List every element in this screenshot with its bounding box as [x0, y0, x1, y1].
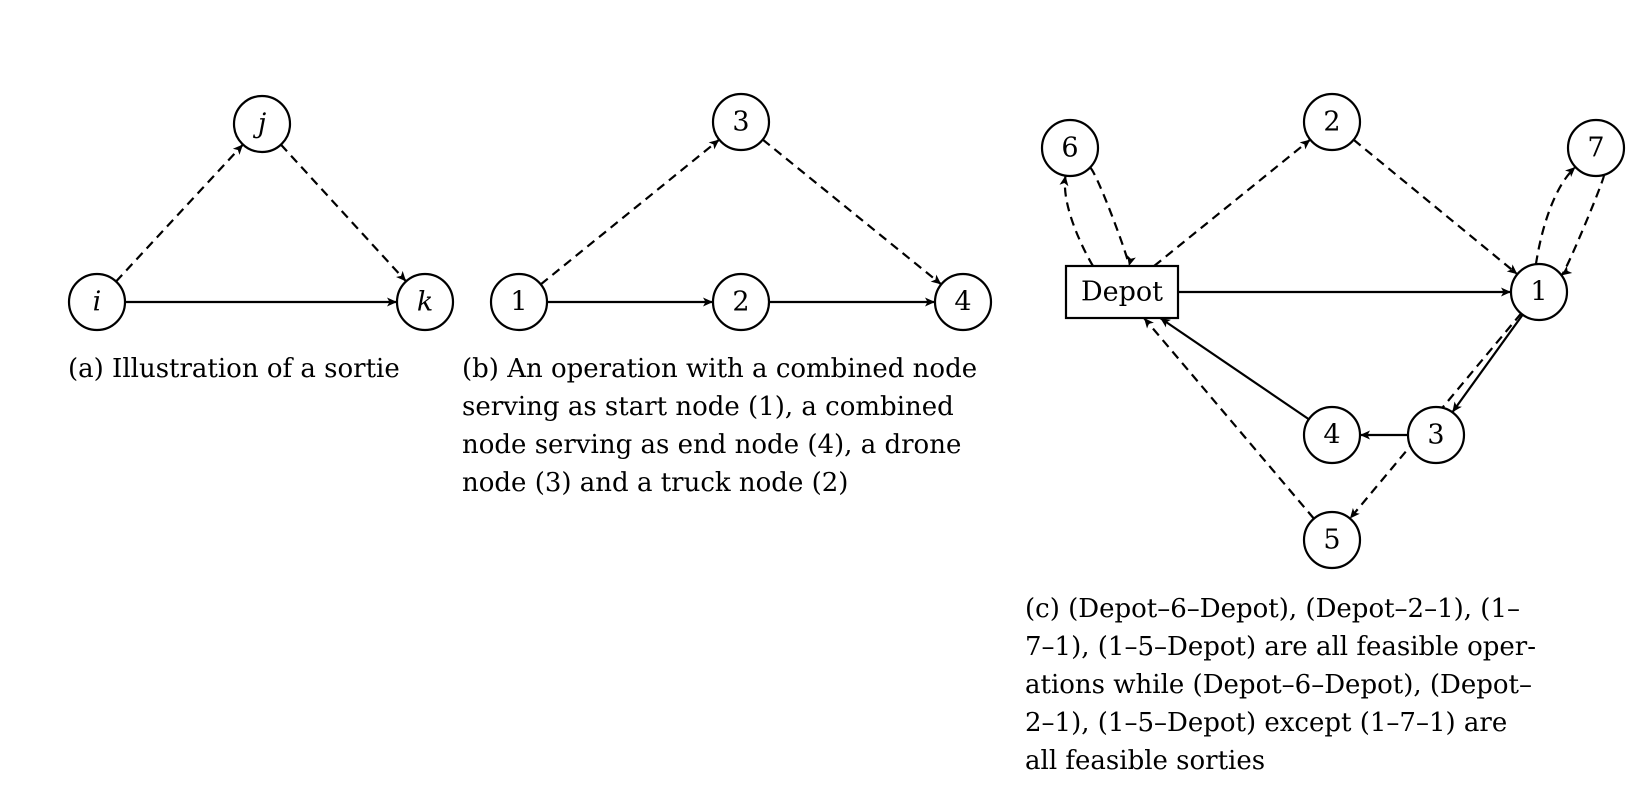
node-4: 4 [933, 272, 993, 332]
node-circle [711, 272, 771, 332]
node-label: 3 [1427, 420, 1444, 451]
node-circle [489, 272, 549, 332]
node-label: 7 [1587, 133, 1604, 164]
node-circle [1406, 405, 1466, 465]
edge-4-to-depot [1159, 317, 1310, 421]
caption-line: ations while (Depot–6–Depot), (Depot– [1025, 670, 1532, 700]
edge-6-to-depot [1089, 166, 1136, 267]
node-6: 6 [1040, 118, 1100, 178]
caption-line: 2–1), (1–5–Depot) except (1–7–1) are [1025, 708, 1508, 738]
node-label: 1 [1530, 277, 1547, 308]
edge-3-to-4 [762, 138, 942, 286]
node-label: Depot [1081, 277, 1163, 308]
node-box [1064, 264, 1180, 320]
panel-c-graph: Depot 1 2 3 4 5 6 7 [1040, 92, 1626, 570]
caption-line: (a) Illustration of a sortie [68, 354, 400, 384]
node-circle [1566, 118, 1626, 178]
edge-1-to-3 [540, 138, 720, 286]
node-depot: Depot [1064, 264, 1180, 320]
edge-5-to-depot [1143, 317, 1315, 520]
node-5: 5 [1302, 510, 1362, 570]
node-1: 1 [1509, 262, 1569, 322]
node-circle [1040, 118, 1100, 178]
node-circle [67, 272, 127, 332]
node-j: j [232, 94, 292, 154]
caption-line: (c) (Depot–6–Depot), (Depot–2–1), (1– [1025, 594, 1520, 624]
panel-b-graph: 1 2 3 4 [489, 92, 993, 332]
node-label: k [417, 287, 433, 318]
edge-1-to-3 [1451, 314, 1524, 413]
caption-line: 7–1), (1–5–Depot) are all feasible oper- [1025, 632, 1537, 662]
caption-line: serving as start node (1), a combined [462, 392, 954, 422]
node-1: 1 [489, 272, 549, 332]
edge-i-to-j [115, 143, 244, 283]
caption-line: node (3) and a truck node (2) [462, 468, 849, 498]
edge-1-to-7 [1534, 166, 1577, 265]
edge-depot-to-2 [1153, 138, 1311, 267]
panel-c-caption: (c) (Depot–6–Depot), (Depot–2–1), (1– 7–… [1025, 590, 1536, 780]
caption-line: all feasible sorties [1025, 746, 1266, 776]
node-circle [232, 94, 292, 154]
node-3: 3 [711, 92, 771, 152]
caption-line: (b) An operation with a combined node [462, 354, 978, 384]
edge-depot-to-6 [1059, 175, 1095, 267]
node-k: k [395, 272, 455, 332]
node-label: 2 [732, 287, 749, 318]
node-circle [1302, 405, 1362, 465]
node-label: i [93, 287, 102, 318]
node-circle [711, 92, 771, 152]
node-circle [933, 272, 993, 332]
node-label: 3 [732, 107, 749, 138]
node-label: 5 [1323, 525, 1340, 556]
node-circle [1302, 510, 1362, 570]
edge-j-to-k [280, 143, 407, 283]
node-circle [1509, 262, 1569, 322]
node-circle [395, 272, 455, 332]
node-label: 6 [1061, 133, 1078, 164]
panel-a-caption: (a) Illustration of a sortie [68, 350, 400, 388]
node-7: 7 [1566, 118, 1626, 178]
node-circle [1302, 92, 1362, 152]
node-label: 4 [954, 287, 971, 318]
node-i: i [67, 272, 127, 332]
edge-2-to-1 [1352, 138, 1519, 276]
node-label: 2 [1323, 107, 1340, 138]
node-label: 4 [1323, 420, 1340, 451]
panel-a-graph: i j k [67, 94, 455, 332]
caption-line: node serving as end node (4), a drone [462, 430, 962, 460]
node-3: 3 [1406, 405, 1466, 465]
panel-b-caption: (b) An operation with a combined node se… [462, 350, 977, 502]
node-4: 4 [1302, 405, 1362, 465]
node-2: 2 [711, 272, 771, 332]
node-label: 1 [510, 287, 527, 318]
node-2: 2 [1302, 92, 1362, 152]
edge-7-to-1 [1560, 174, 1606, 277]
